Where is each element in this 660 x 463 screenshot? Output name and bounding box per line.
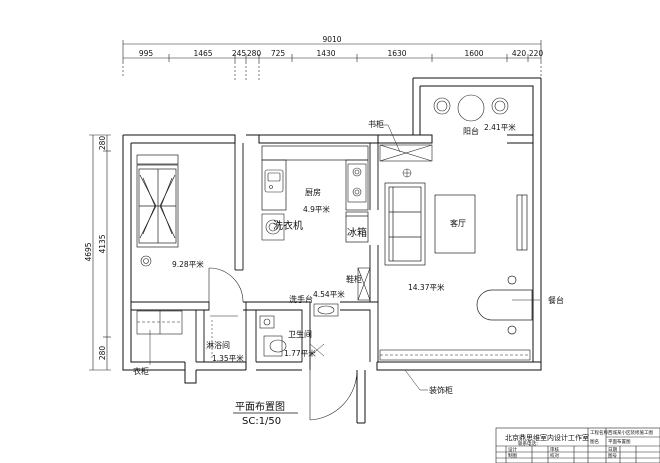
shoe-cabinet [357, 267, 371, 301]
ceiling-lamp-icon [402, 168, 412, 178]
bookcase [379, 144, 433, 162]
dim-seg-245: 245 [232, 49, 247, 58]
dining-counter [476, 275, 533, 335]
wardrobe [136, 310, 183, 335]
dim-total: 9010 [322, 35, 341, 44]
fridge-icon [345, 211, 369, 243]
tv-cabinet [516, 194, 528, 251]
dim-seg-280: 280 [247, 49, 262, 58]
title-block-company: 北京鼎思维室内设计工作室 [505, 433, 589, 442]
sink-icon [264, 169, 284, 193]
interior-walls [131, 143, 379, 370]
title-block-drawing-value: 平面布置图 [608, 438, 631, 445]
shower-fixture [210, 315, 238, 358]
bathroom-vanity [259, 315, 275, 329]
dim-left-280-top: 280 [98, 136, 107, 151]
plan-title: 平面布置图 [235, 401, 285, 413]
wash-basin-label: 洗手台 [289, 294, 313, 304]
shoe-cabinet-label: 鞋柜 [346, 274, 362, 284]
exterior-walls [122, 77, 542, 424]
decor-cabinet [379, 349, 531, 361]
title-block-label-review: 审核 [550, 446, 559, 453]
bathroom-door [309, 343, 325, 357]
bookcase-label: 书柜 [368, 119, 384, 129]
dim-seg-1465: 1465 [193, 49, 212, 58]
title-block-label-check: 校对 [550, 452, 559, 459]
left-dimension-chain [89, 134, 111, 371]
wash-basin-icon [313, 303, 339, 317]
hall-area: 4.54平米 [313, 289, 345, 299]
decor-cabinet-label: 装饰柜 [429, 385, 453, 395]
living-area: 14.37平米 [408, 282, 445, 292]
dining-label: 餐台 [548, 295, 564, 305]
washing-machine-icon [261, 213, 285, 241]
title-block-label-project: 工程名称 [590, 429, 608, 436]
title-block [495, 427, 660, 463]
title-block-label-date: 日期 [608, 447, 617, 453]
leader-lines [149, 124, 540, 391]
shower-area: 1.35平米 [212, 353, 244, 363]
bedside-lamp-icon [140, 255, 152, 267]
title-block-label-design: 设计 [508, 446, 517, 453]
washer-label: 洗衣机 [273, 219, 303, 232]
top-dimension-chain [122, 40, 542, 80]
balcony-area: 2.41平米 [484, 122, 516, 132]
plan-scale: SC:1/50 [242, 416, 281, 427]
bedroom-door [208, 267, 244, 303]
bedroom-area: 9.28平米 [172, 259, 204, 269]
shower-label: 淋浴间 [206, 340, 230, 350]
dim-seg-420: 420 [512, 49, 527, 58]
dim-seg-1600: 1600 [464, 49, 483, 58]
sofa [384, 182, 426, 266]
bed [136, 154, 179, 248]
living-label: 客厅 [450, 218, 466, 228]
dim-seg-220: 220 [529, 49, 544, 58]
kitchen-label: 厨房 [305, 187, 321, 197]
dim-seg-995: 995 [139, 49, 154, 58]
entrance-door [309, 369, 358, 421]
toilet-icon [263, 335, 287, 357]
stove-icon [347, 163, 367, 203]
title-block-company-sub: 联系电话： [518, 440, 541, 447]
dim-seg-1630: 1630 [387, 49, 406, 58]
title-block-project-value: 西城某小区装修施工图 [608, 429, 653, 436]
fridge-label: 冰箱 [347, 226, 367, 239]
dim-left-4135: 4135 [98, 234, 107, 253]
dim-seg-725: 725 [271, 49, 286, 58]
bathroom-label: 卫生间 [288, 329, 312, 339]
dim-seg-1430: 1430 [316, 49, 335, 58]
bathroom-area: 1.77平米 [284, 348, 316, 358]
title-block-label-drawing: 图名 [590, 438, 599, 445]
kitchen-counter [261, 145, 369, 211]
title-block-label-number: 图号 [608, 453, 617, 459]
kitchen-area: 4.9平米 [303, 204, 330, 214]
balcony-label: 阳台 [463, 126, 479, 136]
balcony-table-set [433, 94, 509, 122]
title-block-label-draw: 制图 [508, 452, 517, 459]
dim-left-280-bottom: 280 [98, 346, 107, 361]
dim-left-4695: 4695 [84, 242, 93, 261]
wardrobe-label: 衣柜 [133, 366, 149, 376]
coffee-table [434, 194, 476, 254]
